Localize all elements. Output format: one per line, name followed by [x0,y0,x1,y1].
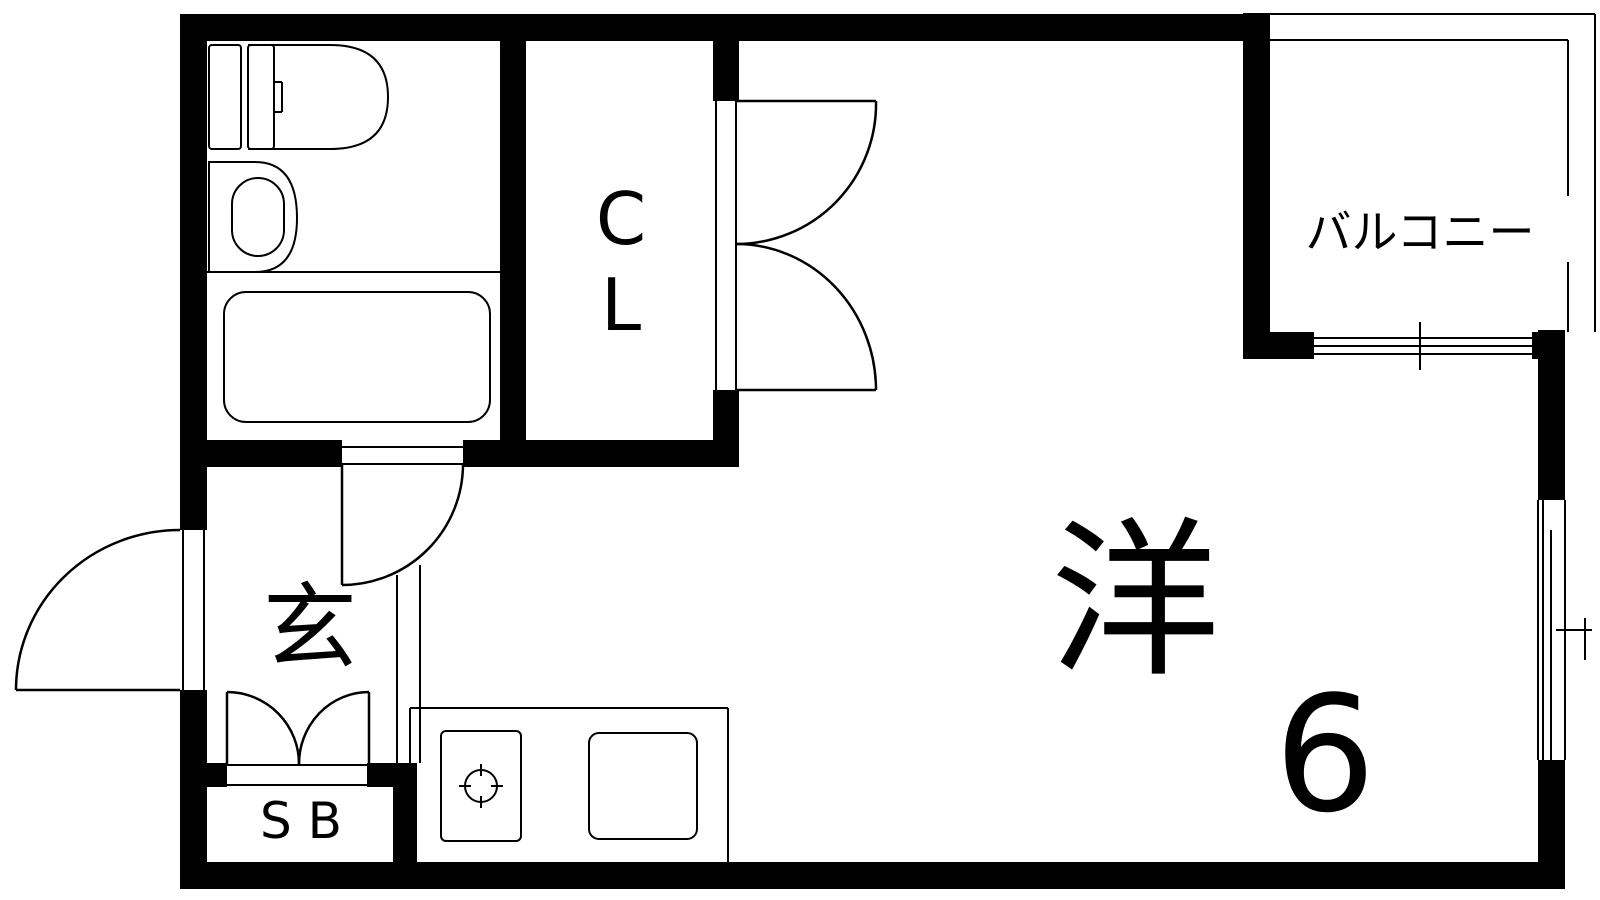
bathroom-door [340,446,465,587]
western-room-label: 洋 [1050,503,1220,701]
stove-burner-icon [440,730,522,842]
balcony-sliding-window [1312,322,1534,370]
bathtub-icon [223,291,491,423]
shoe-box-doors [225,690,371,786]
entrance-label: 玄 [263,574,357,683]
toilet-icon [208,44,390,150]
kitchen-partition [396,565,421,763]
balcony-railing [1243,13,1596,332]
room-size-label: 6 [1274,661,1376,848]
sink-icon [588,732,698,840]
right-side-window [1537,500,1592,760]
kitchen-counter [409,707,729,862]
closet-label: L [601,263,641,347]
closet-label: C [596,177,646,261]
walls [180,14,1565,889]
entrance-door [14,528,205,692]
shoe-box-label: S B [260,792,342,850]
washbasin-icon [207,161,500,273]
closet-double-door [715,99,878,392]
balcony-label: バルコニー [1305,205,1534,259]
